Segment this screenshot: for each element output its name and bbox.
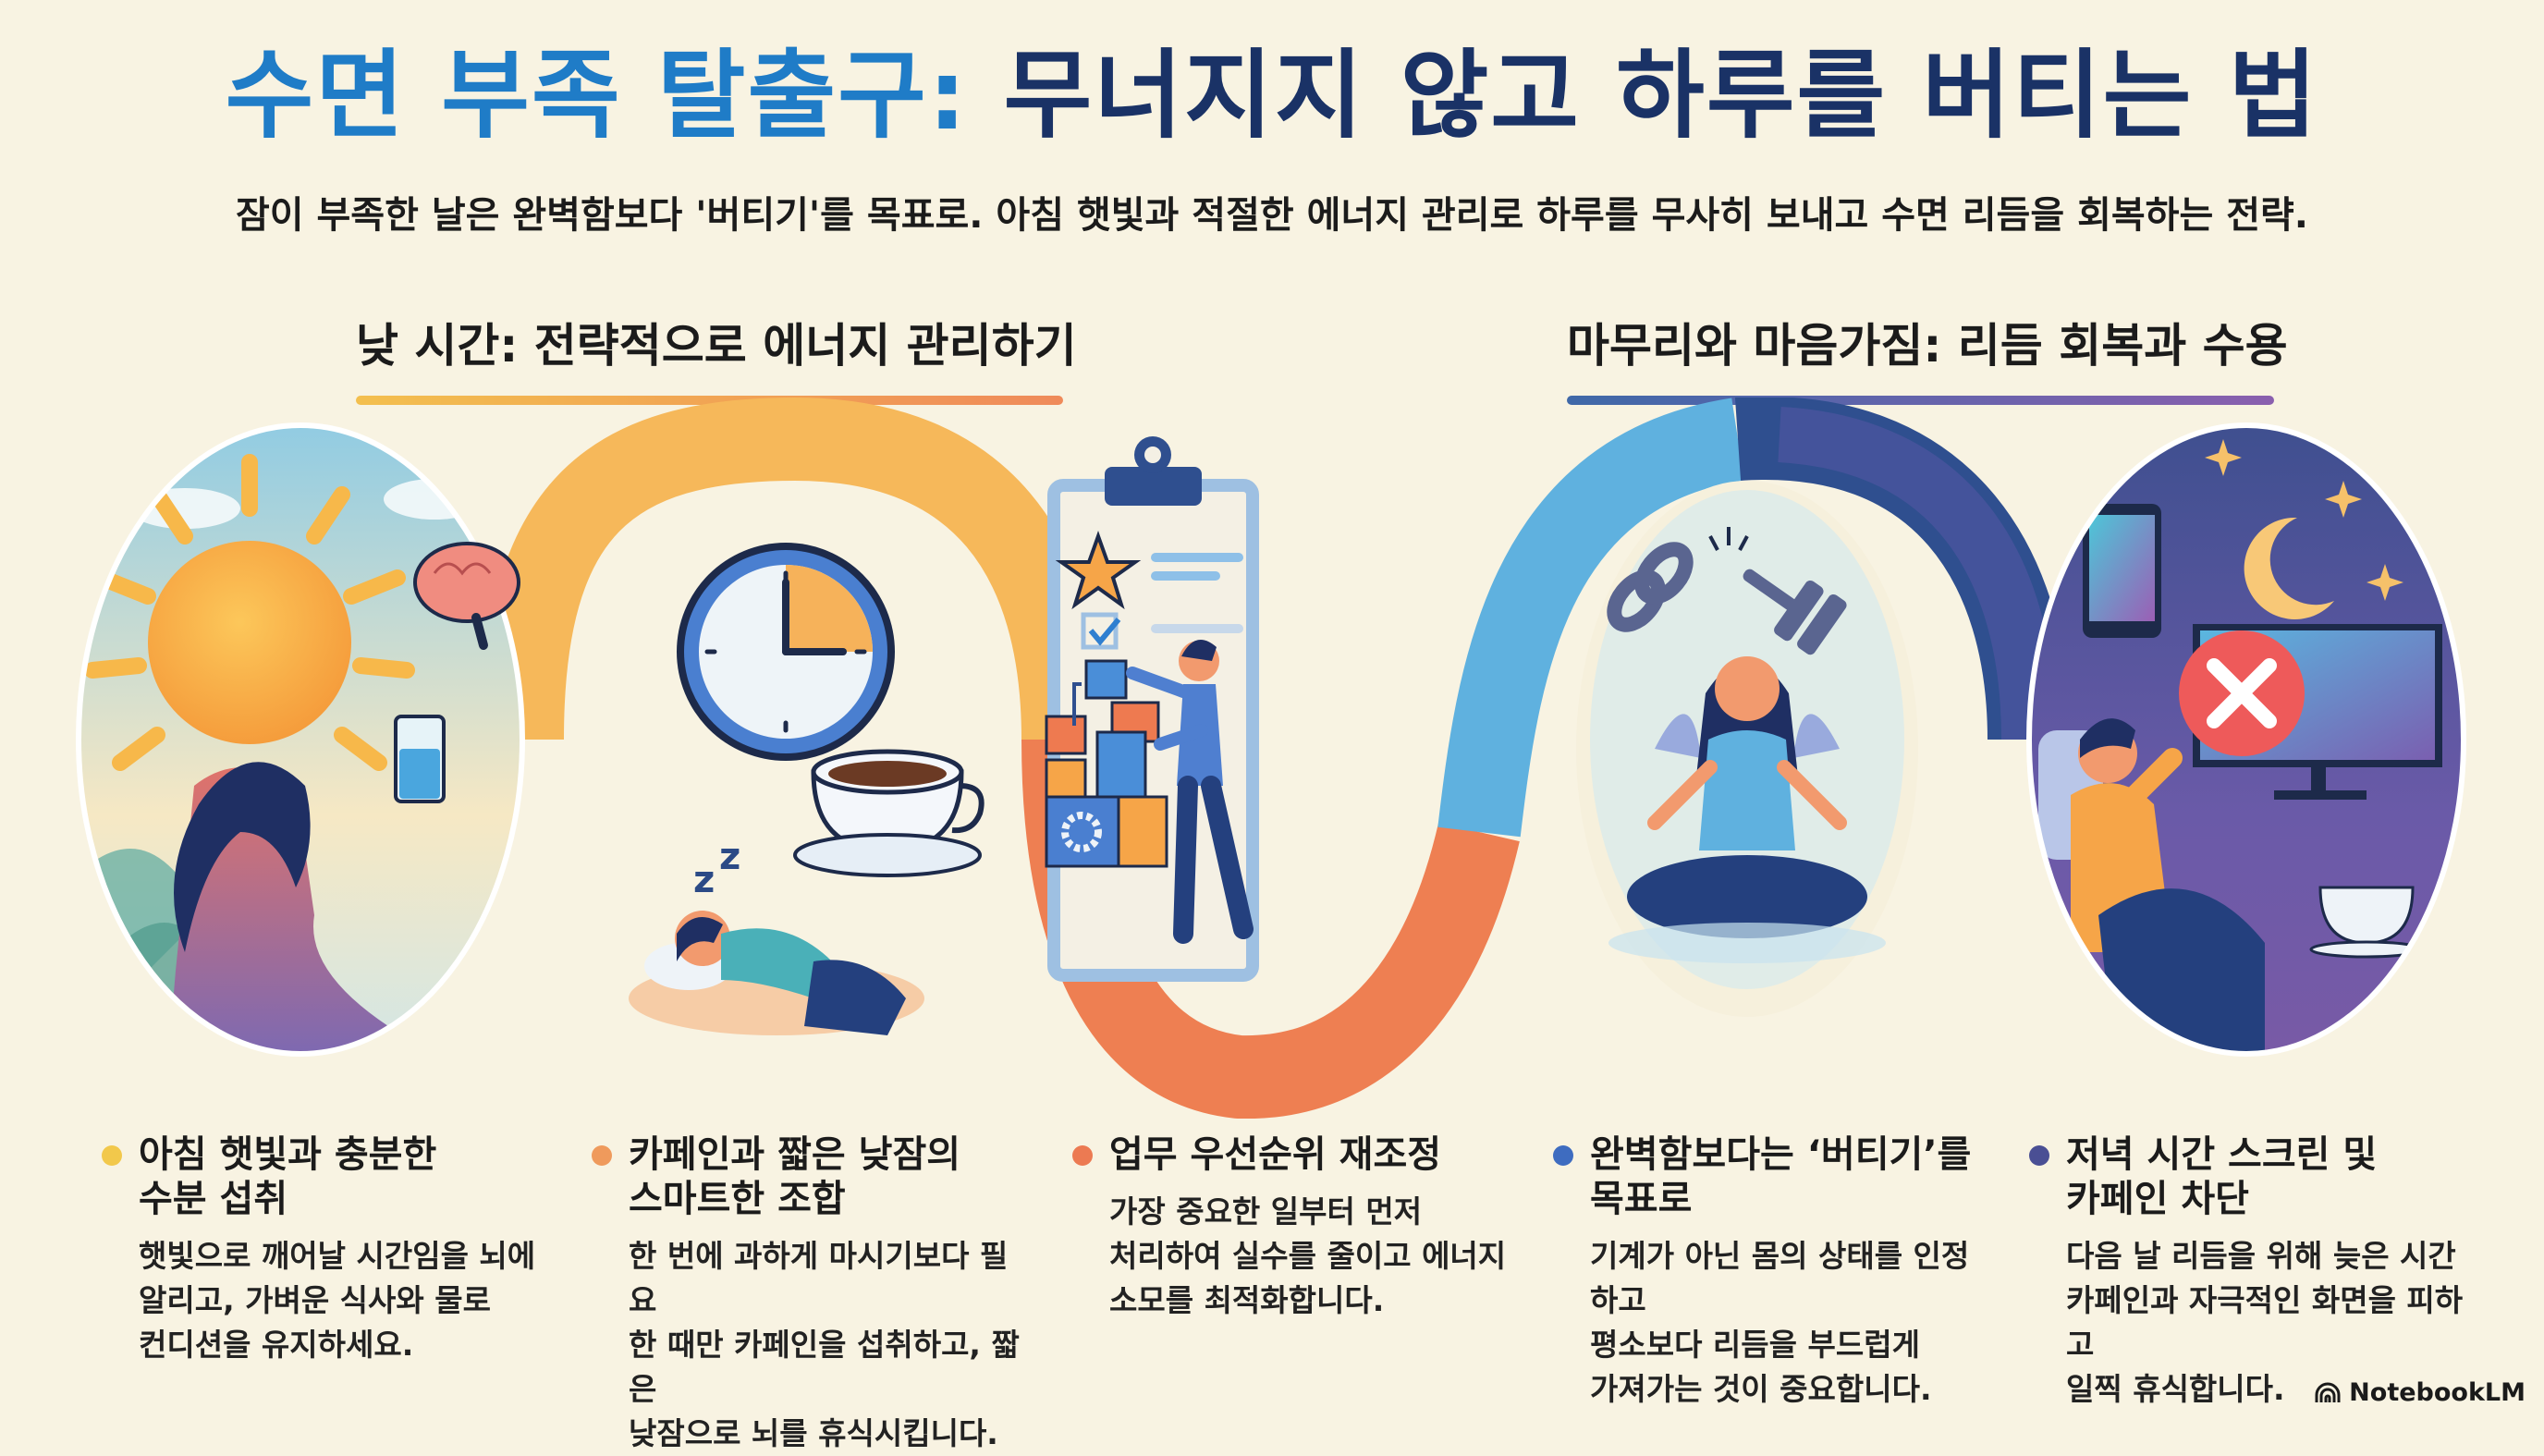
tip-title-line: 스마트한 조합 bbox=[629, 1178, 846, 1220]
logo-text: NotebookLM bbox=[2349, 1378, 2526, 1407]
clock-coffee-nap-icon: z z bbox=[629, 543, 985, 1035]
tip-title-line: 카페인과 짧은 낮잠의 bbox=[629, 1133, 961, 1176]
tip-title-line: 완벽함보다는 ‘버티기’를 bbox=[1590, 1133, 1972, 1176]
meditation-broken-chain-icon bbox=[1576, 481, 1918, 1017]
svg-text:z: z bbox=[719, 836, 740, 878]
tip-caffeine-nap: 카페인과 짧은 낮잠의 스마트한 조합 한 번에 과하게 마시기보다 필요 한 … bbox=[592, 1132, 1035, 1456]
tip-title-line: 수분 섭취 bbox=[139, 1178, 288, 1220]
tip-body-line: 일찍 휴식합니다. bbox=[2066, 1371, 2285, 1407]
tip-body-line: 기계가 아닌 몸의 상태를 인정하고 bbox=[1590, 1238, 1970, 1318]
tip-body-line: 처리하여 실수를 줄이고 에너지 bbox=[1109, 1238, 1507, 1274]
tip-title-line: 아침 햇빛과 충분한 bbox=[139, 1133, 437, 1176]
tip-morning-sunlight-hydration: 아침 햇빛과 충분한 수분 섭취 햇빛으로 깨어날 시간임을 뇌에 알리고, 가… bbox=[102, 1132, 545, 1367]
tip-title-line: 카페인 차단 bbox=[2066, 1178, 2249, 1220]
bullet-dot-coral bbox=[1072, 1145, 1093, 1166]
section-header-daytime: 낮 시간: 전략적으로 에너지 관리하기 bbox=[356, 309, 1077, 405]
tip-body-line: 가장 중요한 일부터 먼저 bbox=[1109, 1193, 1423, 1230]
tip-body-line: 컨디션을 유지하세요. bbox=[139, 1327, 414, 1363]
title-part-2: 무너지지 않고 하루를 버티는 법 bbox=[1003, 39, 2319, 152]
notebooklm-logo-icon bbox=[2315, 1382, 2341, 1402]
dumbbell-icon bbox=[1743, 569, 1847, 655]
bullet-dot-orange bbox=[592, 1145, 612, 1166]
tip-body-line: 가져가는 것이 중요합니다. bbox=[1590, 1371, 1932, 1407]
clipboard-priority-icon bbox=[1045, 436, 1259, 982]
tip-body-line: 한 때만 카페인을 섭취하고, 짧은 bbox=[629, 1327, 1020, 1407]
tip-work-priorities: 업무 우선순위 재조정 가장 중요한 일부터 먼저 처리하여 실수를 줄이고 에… bbox=[1072, 1132, 1516, 1323]
tip-body-line: 평소보다 리듬을 부드럽게 bbox=[1590, 1327, 1920, 1363]
section-header-label: 낮 시간: 전략적으로 에너지 관리하기 bbox=[356, 319, 1077, 373]
tip-body-line: 카페인과 자극적인 화면을 피하고 bbox=[2066, 1282, 2464, 1363]
bullet-dot-indigo bbox=[2029, 1145, 2049, 1166]
illustration-strip: z z bbox=[76, 398, 2466, 1119]
bullet-dot-yellow bbox=[102, 1145, 122, 1166]
s-curve-band bbox=[481, 398, 2071, 1119]
tip-body-line: 한 번에 과하게 마시기보다 필요 bbox=[629, 1238, 1009, 1318]
section-underline-warm bbox=[356, 396, 1063, 405]
tip-title-line: 업무 우선순위 재조정 bbox=[1109, 1133, 1442, 1176]
tip-endure-over-perfection: 완벽함보다는 ‘버티기’를 목표로 기계가 아닌 몸의 상태를 인정하고 평소보… bbox=[1553, 1132, 1997, 1412]
title-part-1: 수면 부족 탈출구: bbox=[225, 39, 969, 152]
tip-evening-screen-caffeine-block: 저녁 시간 스크린 및 카페인 차단 다음 날 리듬을 위해 늦은 시간 카페인… bbox=[2029, 1132, 2473, 1412]
section-underline-cool bbox=[1567, 396, 2274, 405]
tip-body-line: 소모를 최적화합니다. bbox=[1109, 1282, 1385, 1318]
page-title: 수면 부족 탈출구: 무너지지 않고 하루를 버티는 법 bbox=[0, 43, 2544, 148]
bullet-dot-blue bbox=[1553, 1145, 1573, 1166]
brain-icon bbox=[413, 542, 520, 650]
section-header-label: 마무리와 마음가짐: 리듬 회복과 수용 bbox=[1567, 319, 2288, 373]
tip-body-line: 다음 날 리듬을 위해 늦은 시간 bbox=[2066, 1238, 2456, 1274]
night-screen-block-icon bbox=[2029, 425, 2464, 1054]
tip-title-line: 저녁 시간 스크린 및 bbox=[2066, 1133, 2378, 1176]
svg-text:z: z bbox=[693, 859, 715, 901]
notebooklm-branding: NotebookLM bbox=[2314, 1378, 2526, 1407]
subtitle: 잠이 부족한 날은 완벽함보다 '버티기'를 목표로. 아침 햇빛과 적절한 에… bbox=[235, 194, 2309, 237]
tip-body-line: 햇빛으로 깨어날 시간임을 뇌에 bbox=[139, 1238, 536, 1274]
section-header-closing: 마무리와 마음가짐: 리듬 회복과 수용 bbox=[1567, 309, 2288, 405]
tip-body-line: 알리고, 가벼운 식사와 물로 bbox=[139, 1282, 491, 1318]
tip-title-line: 목표로 bbox=[1590, 1178, 1693, 1220]
tip-body-line: 낮잠으로 뇌를 휴식시킵니다. bbox=[629, 1415, 998, 1451]
